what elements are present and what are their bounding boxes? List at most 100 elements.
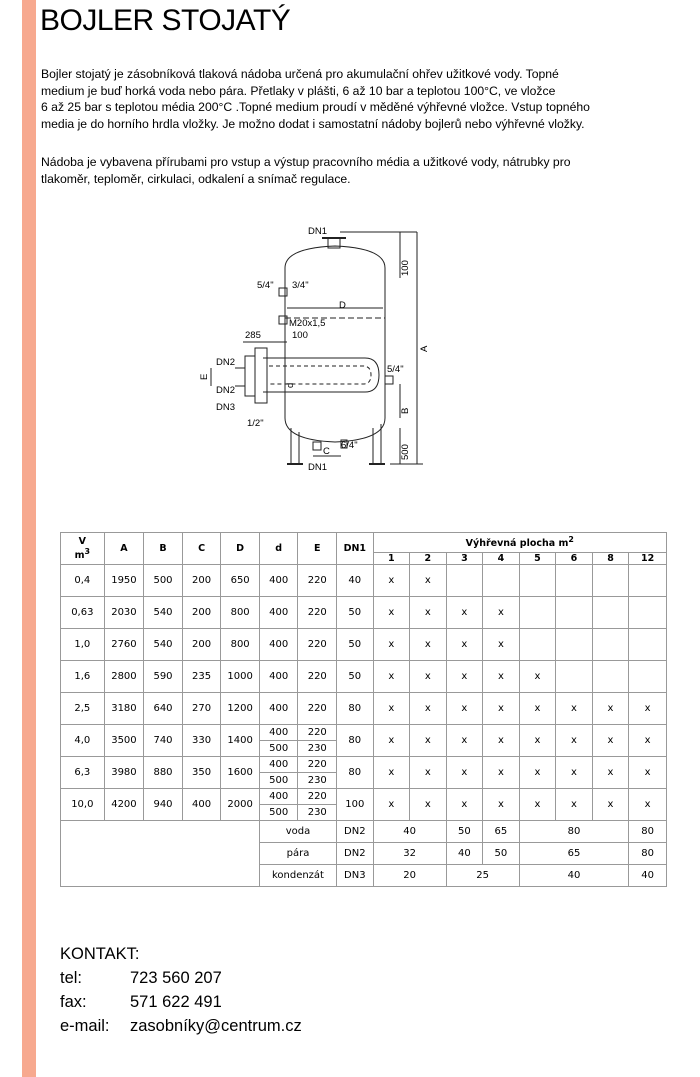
- cell-e-value: 230: [298, 804, 337, 820]
- cell-heating-mark: x: [409, 596, 447, 629]
- cell-heating-mark: [591, 596, 630, 629]
- page-title: BOJLER STOJATÝ: [40, 4, 291, 37]
- cell-d: 1000: [220, 660, 260, 693]
- col-header-a: A: [103, 532, 145, 565]
- cell-a: 2800: [103, 660, 145, 693]
- cell-v: 0,4: [60, 564, 105, 597]
- cell-c: 200: [181, 564, 222, 597]
- blank-cell: [60, 820, 260, 887]
- cell-e-value: 230: [298, 772, 337, 788]
- cell-a: 1950: [103, 564, 145, 597]
- dn-row-value: 32: [372, 842, 447, 865]
- cell-heating-mark: x: [445, 788, 484, 821]
- fax-value: 571 622 491: [130, 993, 222, 1011]
- area-col-header: 8: [591, 552, 630, 565]
- cell-d-value: 400: [269, 703, 289, 714]
- dn-row-value: 20: [372, 864, 447, 887]
- cell-b: 740: [143, 724, 183, 757]
- cell-d: 400: [258, 564, 299, 597]
- cell-d: 2000: [220, 788, 260, 821]
- cell-c: 400: [181, 788, 222, 821]
- header-row: V m3 A B C D d E DN1 Výhřevná plocha m2: [60, 532, 668, 565]
- cell-b: 590: [143, 660, 183, 693]
- cell-b: 540: [143, 628, 183, 661]
- dim-label: 500: [400, 444, 411, 460]
- intro-line: 6 až 25 bar s teplotou média 200°C .Topn…: [41, 100, 590, 114]
- dim-label: DN1: [308, 462, 327, 473]
- cell-heating-mark: [518, 564, 557, 597]
- cell-d: 800: [220, 628, 260, 661]
- cell-c: 330: [181, 724, 222, 757]
- dn-row-value: 80: [628, 842, 667, 865]
- cell-c: 200: [181, 628, 222, 661]
- tel-value: 723 560 207: [130, 969, 222, 987]
- cell-d: 400: [258, 628, 299, 661]
- cell-heating-mark: [518, 596, 557, 629]
- dn-row-value: 50: [445, 820, 484, 843]
- cell-dn1: 100: [336, 788, 374, 821]
- cell-heating-mark: [591, 628, 630, 661]
- dim-label: 100: [400, 260, 411, 276]
- cell-heating-mark: x: [372, 724, 411, 757]
- cell-v: 0,63: [60, 596, 105, 629]
- cell-heating-mark: x: [628, 788, 667, 821]
- cell-e-value: 220: [307, 703, 327, 714]
- cell-d: 1200: [220, 692, 260, 725]
- dn-row-label: voda: [258, 820, 338, 843]
- cell-e-value: 220: [307, 639, 327, 650]
- dim-label: 1/2": [247, 418, 264, 429]
- cell-b: 540: [143, 596, 183, 629]
- cell-c: 350: [181, 756, 222, 789]
- cell-c: 235: [181, 660, 222, 693]
- cell-heating-mark: x: [591, 756, 630, 789]
- dim-label: A: [419, 345, 430, 352]
- cell-v: 1,6: [60, 660, 105, 693]
- vessel-outline: [284, 245, 386, 443]
- cell-e-value: 220: [307, 791, 327, 802]
- cell-heating-mark: [591, 564, 630, 597]
- col-header-d-upper: D: [220, 532, 260, 565]
- cell-heating-mark: x: [409, 724, 447, 757]
- dim-label: C: [323, 446, 330, 457]
- cell-heating-mark: x: [518, 788, 557, 821]
- cell-c: 200: [181, 596, 222, 629]
- dn-row-value: 40: [628, 864, 667, 887]
- area-col-header: 1: [372, 552, 411, 565]
- cell-b: 640: [143, 692, 183, 725]
- cell-e: 220: [297, 596, 338, 629]
- dn-row-value: 50: [482, 842, 520, 865]
- cell-dn1: 50: [336, 596, 374, 629]
- cell-heating-mark: x: [445, 596, 484, 629]
- area-col-header: 5: [518, 552, 557, 565]
- cell-heating-mark: [555, 628, 593, 661]
- cell-d-value: 500: [259, 740, 298, 756]
- cell-heating-mark: x: [482, 788, 520, 821]
- cell-heating-mark: x: [591, 692, 630, 725]
- col-header-e: E: [297, 532, 338, 565]
- cell-d-value: 400: [269, 727, 289, 738]
- cell-d: 800: [220, 596, 260, 629]
- dim-label: E: [199, 374, 210, 380]
- cell-dn1: 40: [336, 564, 374, 597]
- cell-a: 3500: [103, 724, 145, 757]
- dn-row-type: DN2: [336, 842, 374, 865]
- email-value[interactable]: zasobníky@centrum.cz: [130, 1017, 302, 1035]
- intro-line: Bojler stojatý je zásobníková tlaková ná…: [41, 67, 559, 81]
- contact-fax-row: fax: 571 622 491: [60, 990, 302, 1014]
- cell-e: 220: [297, 628, 338, 661]
- cell-heating-mark: [555, 596, 593, 629]
- cell-heating-mark: x: [372, 596, 411, 629]
- cell-d-value: 400: [269, 607, 289, 618]
- dim-label: DN1: [308, 226, 327, 237]
- cell-d: 650: [220, 564, 260, 597]
- cell-d-value: 400: [269, 575, 289, 586]
